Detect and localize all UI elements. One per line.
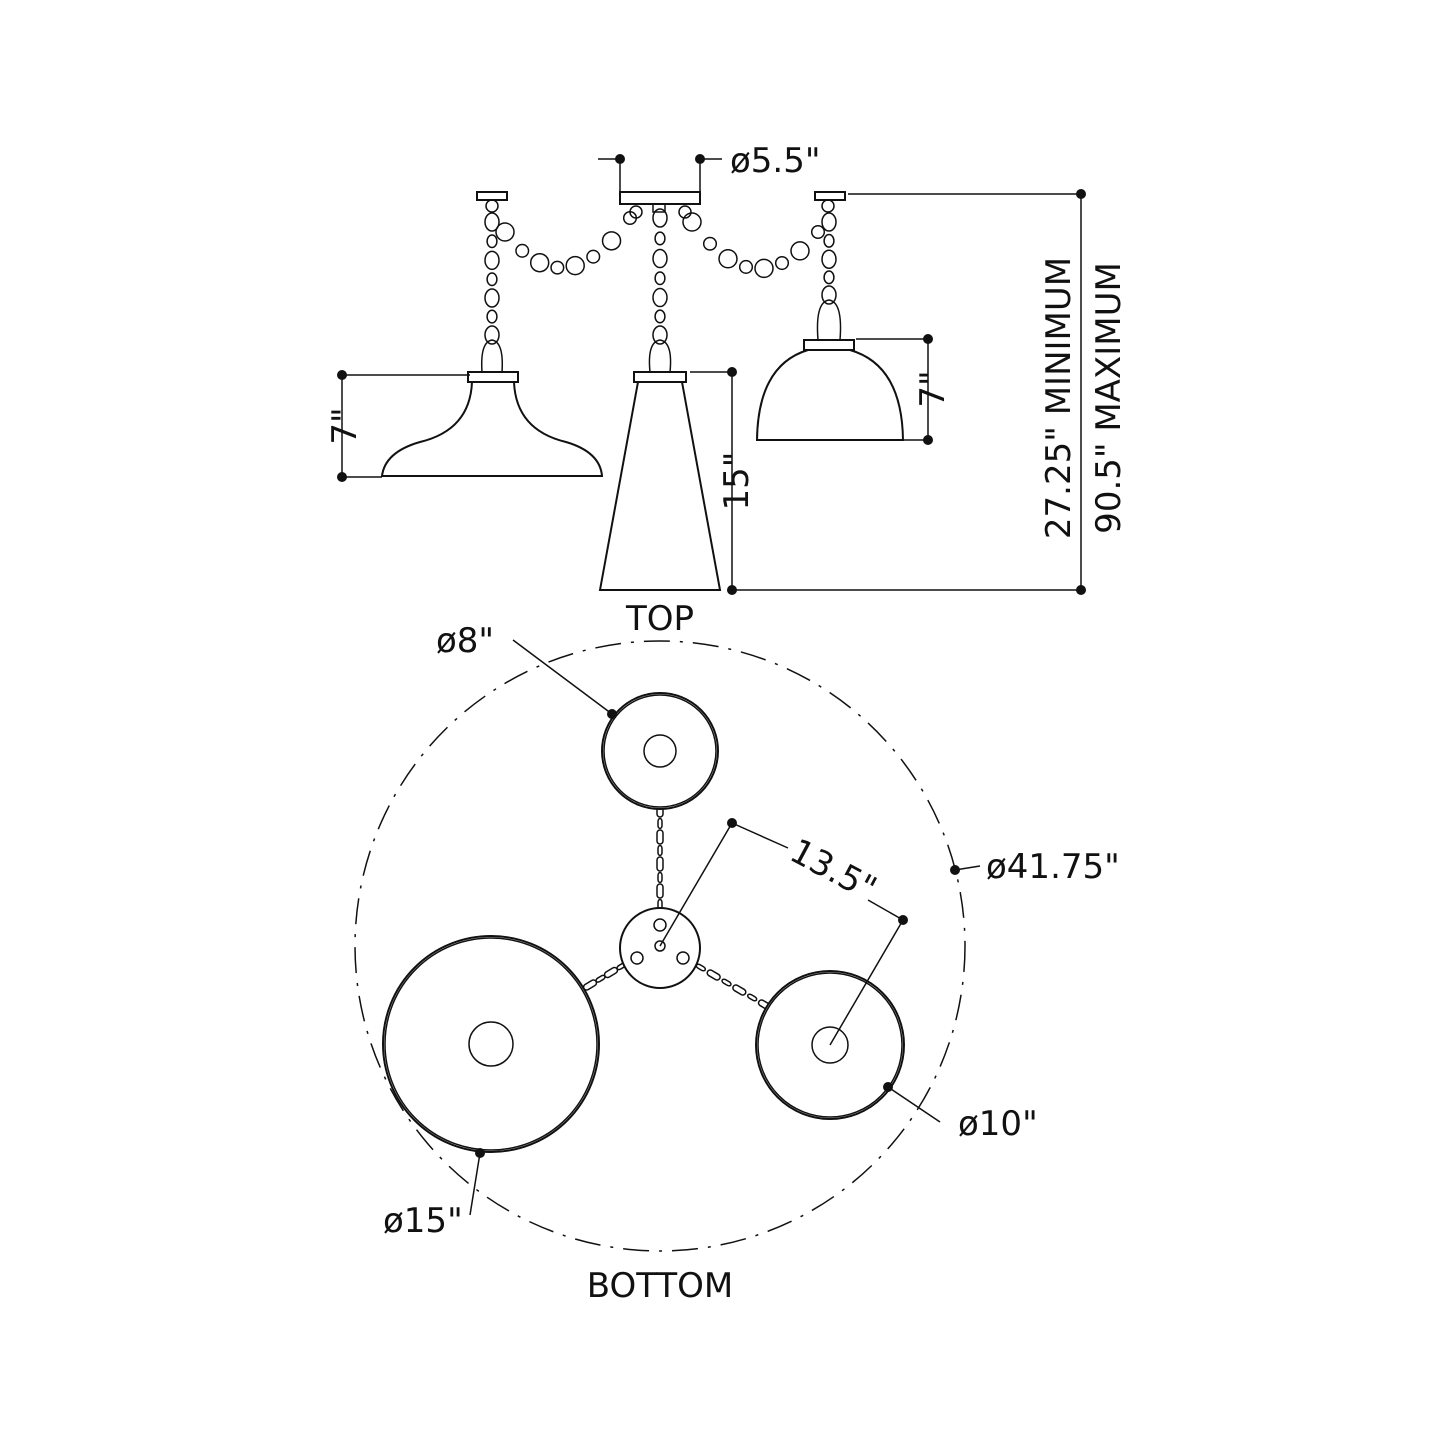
plan-left-shade (382, 935, 600, 1153)
chain-link (486, 272, 498, 287)
right-shade (755, 299, 905, 441)
overall-height-max-label: 90.5" MAXIMUM (1089, 262, 1129, 534)
chain-link (622, 210, 638, 226)
plan-chain-link (656, 856, 664, 872)
canopies (476, 191, 846, 219)
canopy-dimension: ø5.5" (598, 141, 821, 192)
plan-view: ø8" 13.5" ø41.75" ø10" ø15" (354, 621, 1120, 1306)
chain-link (652, 248, 668, 269)
chain-link (823, 270, 835, 285)
chain-link (702, 236, 718, 251)
chains (484, 208, 837, 345)
left-canopy (476, 191, 508, 201)
chain-link (738, 259, 754, 274)
spread-circle (354, 640, 966, 1252)
plan-chain-link (657, 817, 663, 830)
chain-link (484, 325, 500, 345)
bottom-view-title: BOTTOM (587, 1266, 734, 1306)
plan-chain-link (657, 844, 663, 857)
chain-link (654, 271, 666, 286)
chain-link (718, 248, 738, 269)
plan-top-shade (601, 692, 719, 810)
arm-length-label: 13.5" (783, 831, 882, 909)
spread-diameter-callout: ø41.75" (950, 847, 1120, 887)
plan-chain-link (746, 993, 758, 1002)
chain-link (550, 260, 565, 275)
chain-link (821, 212, 837, 232)
left-shade-diameter-label: ø15" (383, 1201, 463, 1241)
chain-link (495, 222, 515, 242)
chain-link (486, 309, 498, 324)
center-shade (598, 339, 722, 591)
chain-link (774, 255, 790, 271)
chain-link (565, 255, 585, 276)
chain-link (486, 234, 498, 249)
spread-diameter-label: ø41.75" (986, 847, 1120, 887)
right-shade-height-label: 7" (913, 370, 953, 407)
chain-link (654, 309, 666, 324)
center-shade-height-label: 15" (717, 452, 757, 511)
top-shade-diameter-callout: ø8" (436, 621, 617, 719)
left-height-dimension: 7" (325, 370, 470, 482)
chain-link (601, 231, 622, 251)
canopy-diameter-label: ø5.5" (730, 141, 821, 181)
chain-link (682, 212, 702, 232)
chain-link (652, 208, 668, 228)
chain-link (821, 285, 837, 305)
chain-link (484, 288, 500, 308)
chain-link (810, 224, 826, 240)
left-shade-height-label: 7" (325, 407, 365, 444)
chain-link (821, 249, 837, 269)
top-view-title: TOP (625, 599, 694, 639)
plan-canopy (619, 907, 701, 989)
chain-link (515, 243, 530, 258)
chain-link (652, 325, 668, 345)
elevation-view: ø5.5" (325, 141, 1129, 639)
chain-link (586, 249, 601, 264)
chain-link (529, 252, 550, 273)
chain-link (790, 241, 810, 261)
plan-chain-link (656, 829, 664, 845)
right-canopy (814, 191, 846, 201)
overall-height-dimension: 27.25" MINIMUM 90.5" MAXIMUM (732, 189, 1129, 595)
plan-chain-link (706, 969, 721, 981)
chain-link (754, 258, 774, 279)
plan-chain-link (721, 978, 732, 987)
center-height-dimension: 15" (690, 367, 757, 595)
center-canopy (619, 191, 701, 205)
right-shade-diameter-callout: ø10" (883, 1082, 1038, 1144)
chain-link (484, 250, 500, 271)
plan-chain-link (657, 871, 663, 884)
plan-chain-link (656, 883, 664, 899)
overall-height-min-label: 27.25" MINIMUM (1039, 257, 1079, 539)
left-shade-diameter-callout: ø15" (383, 1148, 485, 1241)
chain-link (823, 233, 835, 248)
plan-chain-link (732, 984, 747, 996)
chain-link (654, 231, 666, 246)
left-shade (380, 339, 604, 477)
right-shade-diameter-label: ø10" (958, 1104, 1038, 1144)
top-shade-diameter-label: ø8" (436, 621, 494, 661)
chain-link (484, 212, 500, 232)
chain-link (652, 287, 668, 308)
right-height-dimension: 7" (856, 334, 953, 445)
